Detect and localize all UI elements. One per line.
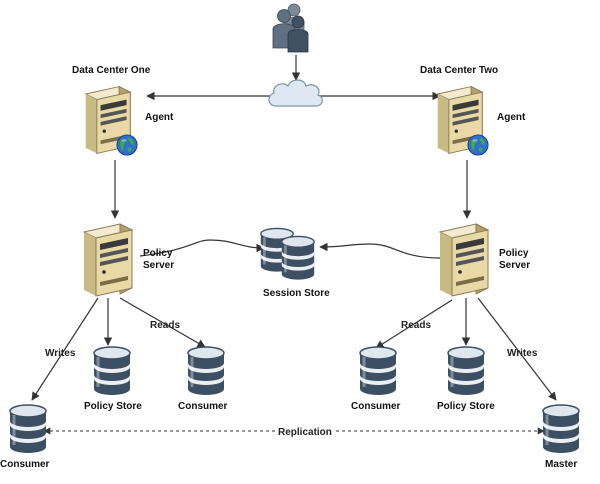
policy-server-left-server-icon xyxy=(83,223,133,297)
policy-server-right-server-icon xyxy=(439,223,489,297)
writes-right-label: Writes xyxy=(507,348,538,359)
policy-left-to-session-arrow xyxy=(139,239,265,257)
policy-server-left-label-1: Policy xyxy=(143,248,173,259)
globe-icon xyxy=(116,134,138,156)
data-center-two-title: Data Center Two xyxy=(420,65,498,76)
consumer-mid-right-label: Consumer xyxy=(351,401,401,412)
reads-left-label: Reads xyxy=(150,320,180,331)
policy-server-left-label-2: Server xyxy=(143,260,174,271)
globe-icon xyxy=(467,134,489,156)
policy-store-left-database-icon xyxy=(92,345,132,397)
consumer-mid-left-label: Consumer xyxy=(178,401,228,412)
policy-left-writes-arrow xyxy=(31,297,99,401)
consumer-mid-right-database-icon xyxy=(358,345,398,397)
cloud-icon xyxy=(268,79,323,107)
master-database-icon xyxy=(541,403,581,455)
replication-label: Replication xyxy=(278,427,332,438)
session-store-label: Session Store xyxy=(263,288,330,299)
consumer-bottom-left-database-icon xyxy=(8,403,48,455)
users-icon xyxy=(272,3,309,53)
policy-right-writes-arrow xyxy=(477,297,557,401)
policy-store-right-database-icon xyxy=(446,345,486,397)
policy-store-left-label: Policy Store xyxy=(84,401,142,412)
master-label: Master xyxy=(545,459,577,470)
agent-left-label: Agent xyxy=(145,112,174,123)
agent-right-label: Agent xyxy=(497,112,526,123)
connectors xyxy=(31,55,557,435)
policy-server-right-label-1: Policy xyxy=(499,248,529,259)
policy-left-reads-arrow xyxy=(119,297,206,348)
data-center-one-title: Data Center One xyxy=(72,65,151,76)
consumer-bottom-left-label: Consumer xyxy=(0,459,50,470)
agent-left-server xyxy=(85,86,138,156)
policy-right-reads-arrow xyxy=(375,299,453,349)
policy-right-to-session-arrow xyxy=(319,242,441,259)
policy-store-right-label: Policy Store xyxy=(437,401,495,412)
writes-left-label: Writes xyxy=(45,348,76,359)
reads-right-label: Reads xyxy=(401,320,431,331)
policy-server-right-label-2: Server xyxy=(499,260,530,271)
session-store-database-icon-front xyxy=(280,235,316,281)
agent-right-server xyxy=(437,86,489,156)
consumer-mid-left-database-icon xyxy=(186,345,226,397)
